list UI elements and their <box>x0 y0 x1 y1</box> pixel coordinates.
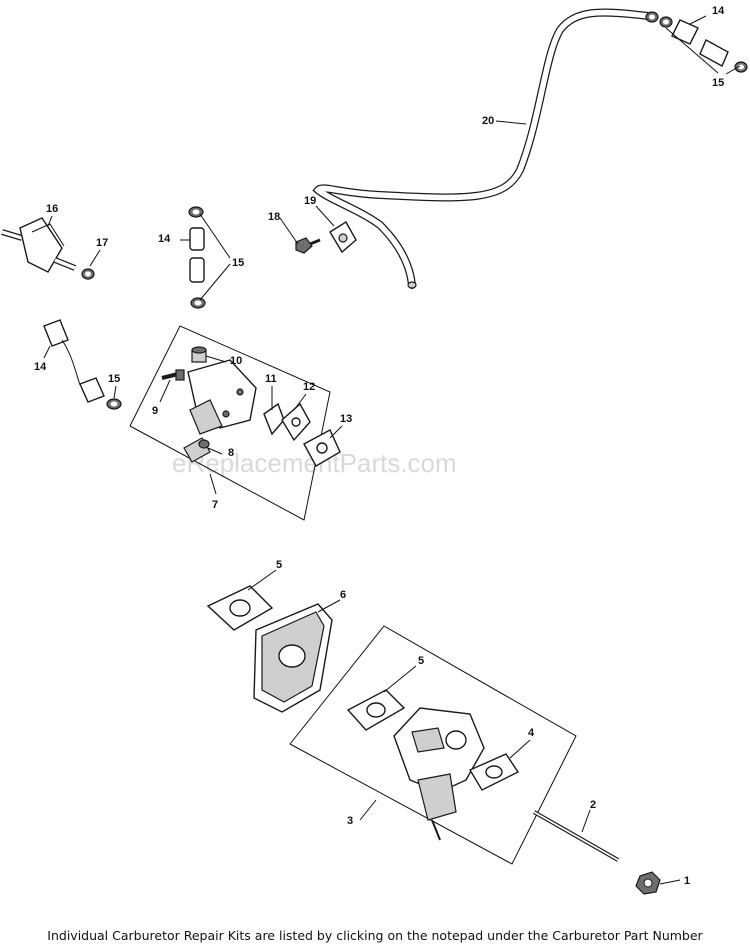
fuel-pump-body[interactable] <box>187 359 257 435</box>
callout-16: 16 <box>46 203 58 215</box>
callout-17: 17 <box>96 237 108 249</box>
clamp-15-mid-a[interactable] <box>188 206 204 218</box>
callout-9: 9 <box>152 405 158 417</box>
callout-20: 20 <box>482 115 494 127</box>
gasket-11[interactable] <box>263 402 285 436</box>
fuel-line-20[interactable] <box>312 8 652 289</box>
callout-19: 19 <box>304 195 316 207</box>
callout-14-left: 14 <box>34 361 47 373</box>
screw-9[interactable] <box>161 369 185 381</box>
callout-15-top: 15 <box>712 77 724 89</box>
carburetor-assembly-box <box>289 625 577 865</box>
clamp-17[interactable] <box>81 268 95 280</box>
hose-14-top[interactable] <box>671 19 729 67</box>
stud-2[interactable] <box>533 810 619 862</box>
footer-note: Individual Carburetor Repair Kits are li… <box>47 928 703 943</box>
gasket-5-upper[interactable] <box>206 585 274 631</box>
clamp-15-top-c[interactable] <box>734 61 748 73</box>
hose-14-left[interactable] <box>43 319 105 403</box>
leader-lines <box>43 15 741 885</box>
callout-6: 6 <box>340 589 346 601</box>
callout-1: 1 <box>684 875 690 887</box>
fuel-pump-assembly-box <box>129 325 331 521</box>
clamp-15-top-a[interactable] <box>645 11 659 23</box>
callout-5-upper: 5 <box>276 559 282 571</box>
gasket-12[interactable] <box>281 402 311 442</box>
callout-15-mid: 15 <box>232 257 244 269</box>
fitting-8[interactable] <box>183 437 211 463</box>
callout-4: 4 <box>528 727 535 739</box>
callout-8: 8 <box>228 447 234 459</box>
callout-18: 18 <box>268 211 280 223</box>
gasket-4[interactable] <box>468 753 520 791</box>
heat-shield-6[interactable] <box>253 603 333 713</box>
callout-15-left: 15 <box>108 373 120 385</box>
callout-7: 7 <box>212 499 218 511</box>
callout-14-top: 14 <box>712 5 725 17</box>
plate-13[interactable] <box>303 429 341 467</box>
carburetor-body[interactable] <box>393 707 485 841</box>
callout-14-mid: 14 <box>158 233 171 245</box>
callout-10: 10 <box>230 355 242 367</box>
clamp-15-top-b[interactable] <box>659 16 673 28</box>
clip-19[interactable] <box>329 221 357 254</box>
fitting-10[interactable] <box>191 346 207 363</box>
clamp-15-mid-b[interactable] <box>190 297 206 309</box>
callout-5-lower: 5 <box>418 655 424 667</box>
callout-2: 2 <box>590 799 596 811</box>
hose-14-mid[interactable] <box>189 227 205 283</box>
gasket-5-lower[interactable] <box>346 689 406 731</box>
callout-12: 12 <box>303 381 315 393</box>
nut-1[interactable] <box>635 871 661 895</box>
callout-3: 3 <box>347 815 353 827</box>
fuel-filter-16[interactable] <box>1 217 77 273</box>
clamp-15-left[interactable] <box>106 398 122 410</box>
callout-11: 11 <box>265 373 277 385</box>
screw-18[interactable] <box>295 237 321 254</box>
callout-13: 13 <box>340 413 352 425</box>
